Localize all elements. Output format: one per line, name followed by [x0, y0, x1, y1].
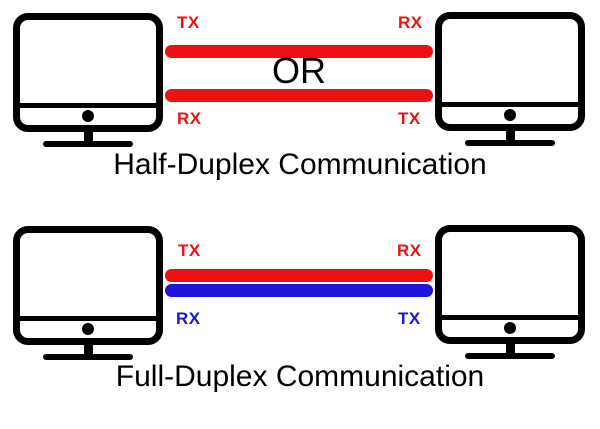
monitor-base — [465, 353, 555, 359]
tx-label: TX — [177, 13, 200, 32]
monitor-bezel-divider — [442, 102, 578, 107]
monitor-button-dot — [82, 323, 94, 335]
monitor-button-dot — [82, 110, 94, 122]
full-duplex-wire-tx — [165, 269, 433, 282]
computer-monitor-icon — [13, 13, 163, 147]
half-duplex-caption: Half-Duplex Communication — [113, 148, 487, 181]
monitor-bezel-divider — [20, 316, 156, 321]
computer-monitor-icon — [435, 225, 585, 359]
monitor-stand — [505, 344, 515, 356]
monitor-base — [43, 141, 133, 147]
computer-monitor-icon — [435, 12, 585, 146]
or-label: OR — [272, 50, 326, 91]
tx-label: TX — [178, 241, 201, 260]
rx-label: RX — [177, 109, 202, 128]
rx-label: RX — [398, 13, 423, 32]
half-duplex-wire-bottom — [165, 89, 433, 102]
computer-monitor-icon — [13, 226, 163, 360]
tx-label: TX — [398, 309, 421, 328]
monitor-button-dot — [504, 322, 516, 334]
monitor-stand — [505, 131, 515, 143]
monitor-bezel-divider — [442, 315, 578, 320]
full-duplex-wire-rx — [165, 284, 433, 297]
monitor-button-dot — [504, 109, 516, 121]
rx-label: RX — [397, 241, 422, 260]
monitor-bezel-divider — [20, 103, 156, 108]
full-duplex-caption: Full-Duplex Communication — [115, 360, 485, 393]
rx-label: RX — [176, 309, 201, 328]
monitor-stand — [83, 132, 93, 144]
tx-label: TX — [398, 109, 421, 128]
monitor-stand — [83, 345, 93, 357]
half-duplex-wire-top — [165, 45, 433, 58]
monitor-base — [43, 354, 133, 360]
monitor-base — [465, 140, 555, 146]
